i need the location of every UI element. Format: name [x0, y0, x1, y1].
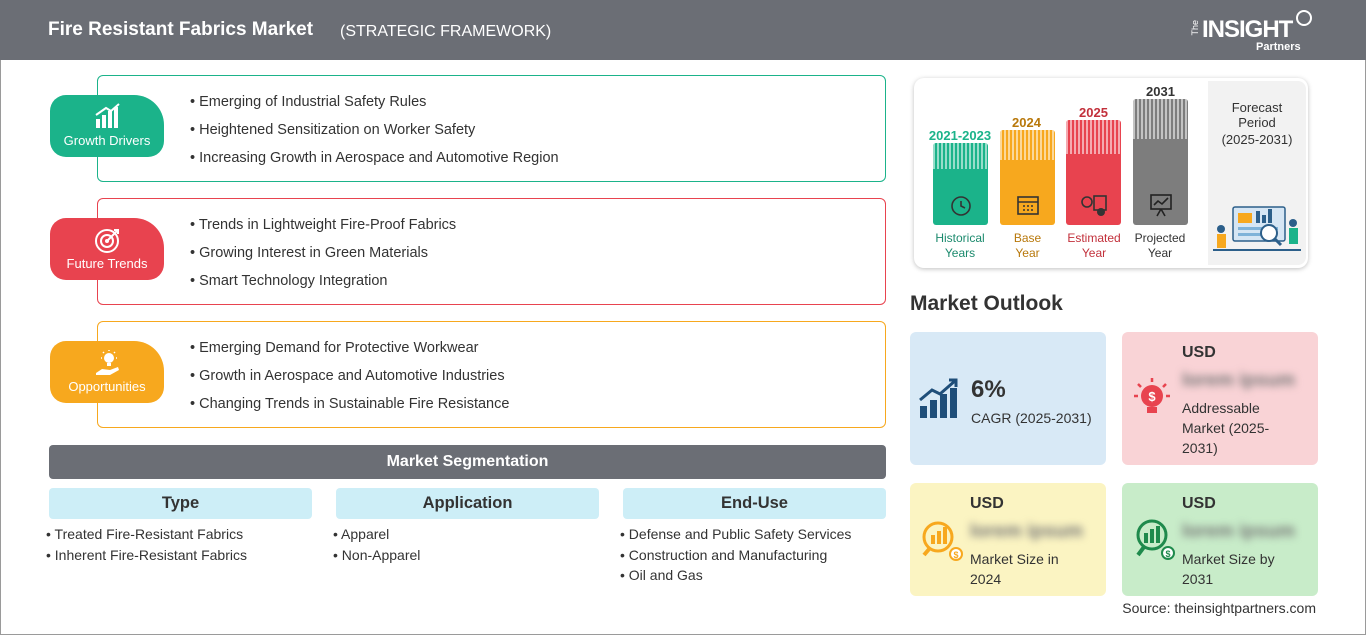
list-item: Oil and Gas: [620, 567, 886, 588]
svg-text:$: $: [1148, 389, 1156, 404]
page-subtitle: (STRATEGIC FRAMEWORK): [340, 23, 552, 40]
estimated-year-bar: [1066, 120, 1121, 225]
history-clock-icon: [951, 196, 971, 216]
source-link[interactable]: Source: theinsightpartners.com: [1122, 600, 1316, 616]
svg-text:$: $: [1165, 549, 1170, 559]
hand-lightbulb-icon: [96, 350, 119, 375]
list-item: Inherent Fire-Resistant Fabrics: [46, 547, 312, 568]
growth-drivers-box: Emerging of Industrial Safety Rules Heig…: [97, 75, 886, 182]
insight-partners-logo[interactable]: The INSIGHT Partners: [1190, 10, 1320, 54]
future-trends-box: Trends in Lightweight Fire-Proof Fabrics…: [97, 198, 886, 305]
segment-application: Application Apparel Non-Apparel: [336, 488, 599, 567]
size-2031-usd: USD: [1182, 495, 1216, 512]
addressable-market-card: $ USD lorem ipsum Addressable Market (20…: [1122, 332, 1318, 465]
size-2024-usd: USD: [970, 495, 1004, 512]
year-label: 2025: [1079, 105, 1108, 120]
list-item: Treated Fire-Resistant Fabrics: [46, 526, 312, 547]
market-size-2024-card: $ USD lorem ipsum Market Size in 2024: [910, 483, 1106, 596]
list-item: Heightened Sensitization on Worker Safet…: [190, 122, 559, 150]
list-item: Defense and Public Safety Services: [620, 526, 886, 547]
analyst-dashboard-icon: [1213, 206, 1301, 251]
lightbulb-dollar-icon: $: [1134, 378, 1170, 413]
segment-header: Application: [336, 488, 599, 519]
settings-chart-icon: [1081, 195, 1107, 216]
growth-drivers-badge: Growth Drivers: [50, 95, 164, 157]
magnifier-coins-icon: $: [922, 521, 963, 561]
addressable-value: lorem ipsum: [1182, 370, 1295, 391]
forecast-range: (2025-2031): [1221, 132, 1293, 147]
header-bar: Fire Resistant Fabrics Market (STRATEGIC…: [0, 0, 1366, 60]
list-item: Emerging Demand for Protective Workwear: [190, 340, 509, 368]
size-2031-label: Market Size by 2031: [1182, 551, 1275, 587]
page-title: Fire Resistant Fabrics Market: [48, 19, 314, 40]
calendar-icon: [1017, 196, 1039, 215]
size-2024-label: Market Size in 2024: [970, 551, 1059, 587]
future-trends-list: Trends in Lightweight Fire-Proof Fabrics…: [190, 217, 456, 301]
forecast-period-panel: Forecast Period (2025-2031): [1208, 81, 1306, 265]
growth-chart-icon: [95, 103, 120, 128]
list-item: Growth in Aerospace and Automotive Indus…: [190, 368, 509, 396]
size-2024-value: lorem ipsum: [970, 521, 1083, 542]
opportunities-box: Emerging Demand for Protective Workwear …: [97, 321, 886, 428]
list-item: Apparel: [333, 526, 599, 547]
growth-drivers-list: Emerging of Industrial Safety Rules Heig…: [190, 94, 559, 178]
list-item: Non-Apparel: [333, 547, 599, 568]
segment-header: End-Use: [623, 488, 886, 519]
list-item: Emerging of Industrial Safety Rules: [190, 94, 559, 122]
year-label: 2021-2023: [928, 128, 992, 143]
logo-bulb-icon: [1296, 10, 1312, 26]
addressable-usd: USD: [1182, 344, 1216, 361]
market-size-2031-card: $ USD lorem ipsum Market Size by 2031: [1122, 483, 1318, 596]
base-year-bar: [1000, 130, 1055, 225]
list-item: Trends in Lightweight Fire-Proof Fabrics: [190, 217, 456, 245]
list-item: Smart Technology Integration: [190, 273, 456, 301]
year-label: 2024: [1012, 115, 1041, 130]
forecast-label: Forecast Period: [1231, 100, 1283, 130]
list-item: Increasing Growth in Aerospace and Autom…: [190, 150, 559, 178]
magnifier-chart-icon: $: [1136, 519, 1175, 560]
target-icon: [95, 229, 119, 253]
segment-header: Type: [49, 488, 312, 519]
market-segmentation-header: Market Segmentation: [49, 445, 886, 479]
segment-end-use: End-Use Defense and Public Safety Servic…: [623, 488, 886, 588]
size-2031-value: lorem ipsum: [1182, 521, 1295, 542]
list-item: Construction and Manufacturing: [620, 547, 886, 568]
presentation-board-icon: [1150, 194, 1172, 217]
cagr-card: 6% CAGR (2025-2031): [910, 332, 1106, 465]
segment-type: Type Treated Fire-Resistant Fabrics Inhe…: [49, 488, 312, 567]
projected-year-bar: [1133, 99, 1188, 225]
svg-text:$: $: [953, 550, 958, 560]
market-outlook-title: Market Outlook: [910, 292, 1063, 315]
future-trends-badge: Future Trends: [50, 218, 164, 280]
addressable-label: Addressable Market (2025-2031): [1182, 400, 1270, 456]
cagr-value: 6%: [971, 376, 1006, 403]
list-item: Growing Interest in Green Materials: [190, 245, 456, 273]
list-item: Changing Trends in Sustainable Fire Resi…: [190, 396, 509, 424]
growth-bars-icon: [919, 378, 958, 418]
historical-bar: [933, 143, 988, 225]
opportunities-list: Emerging Demand for Protective Workwear …: [190, 340, 509, 424]
cagr-label: CAGR (2025-2031): [971, 410, 1092, 426]
year-label: 2031: [1146, 84, 1175, 99]
opportunities-badge: Opportunities: [50, 341, 164, 403]
